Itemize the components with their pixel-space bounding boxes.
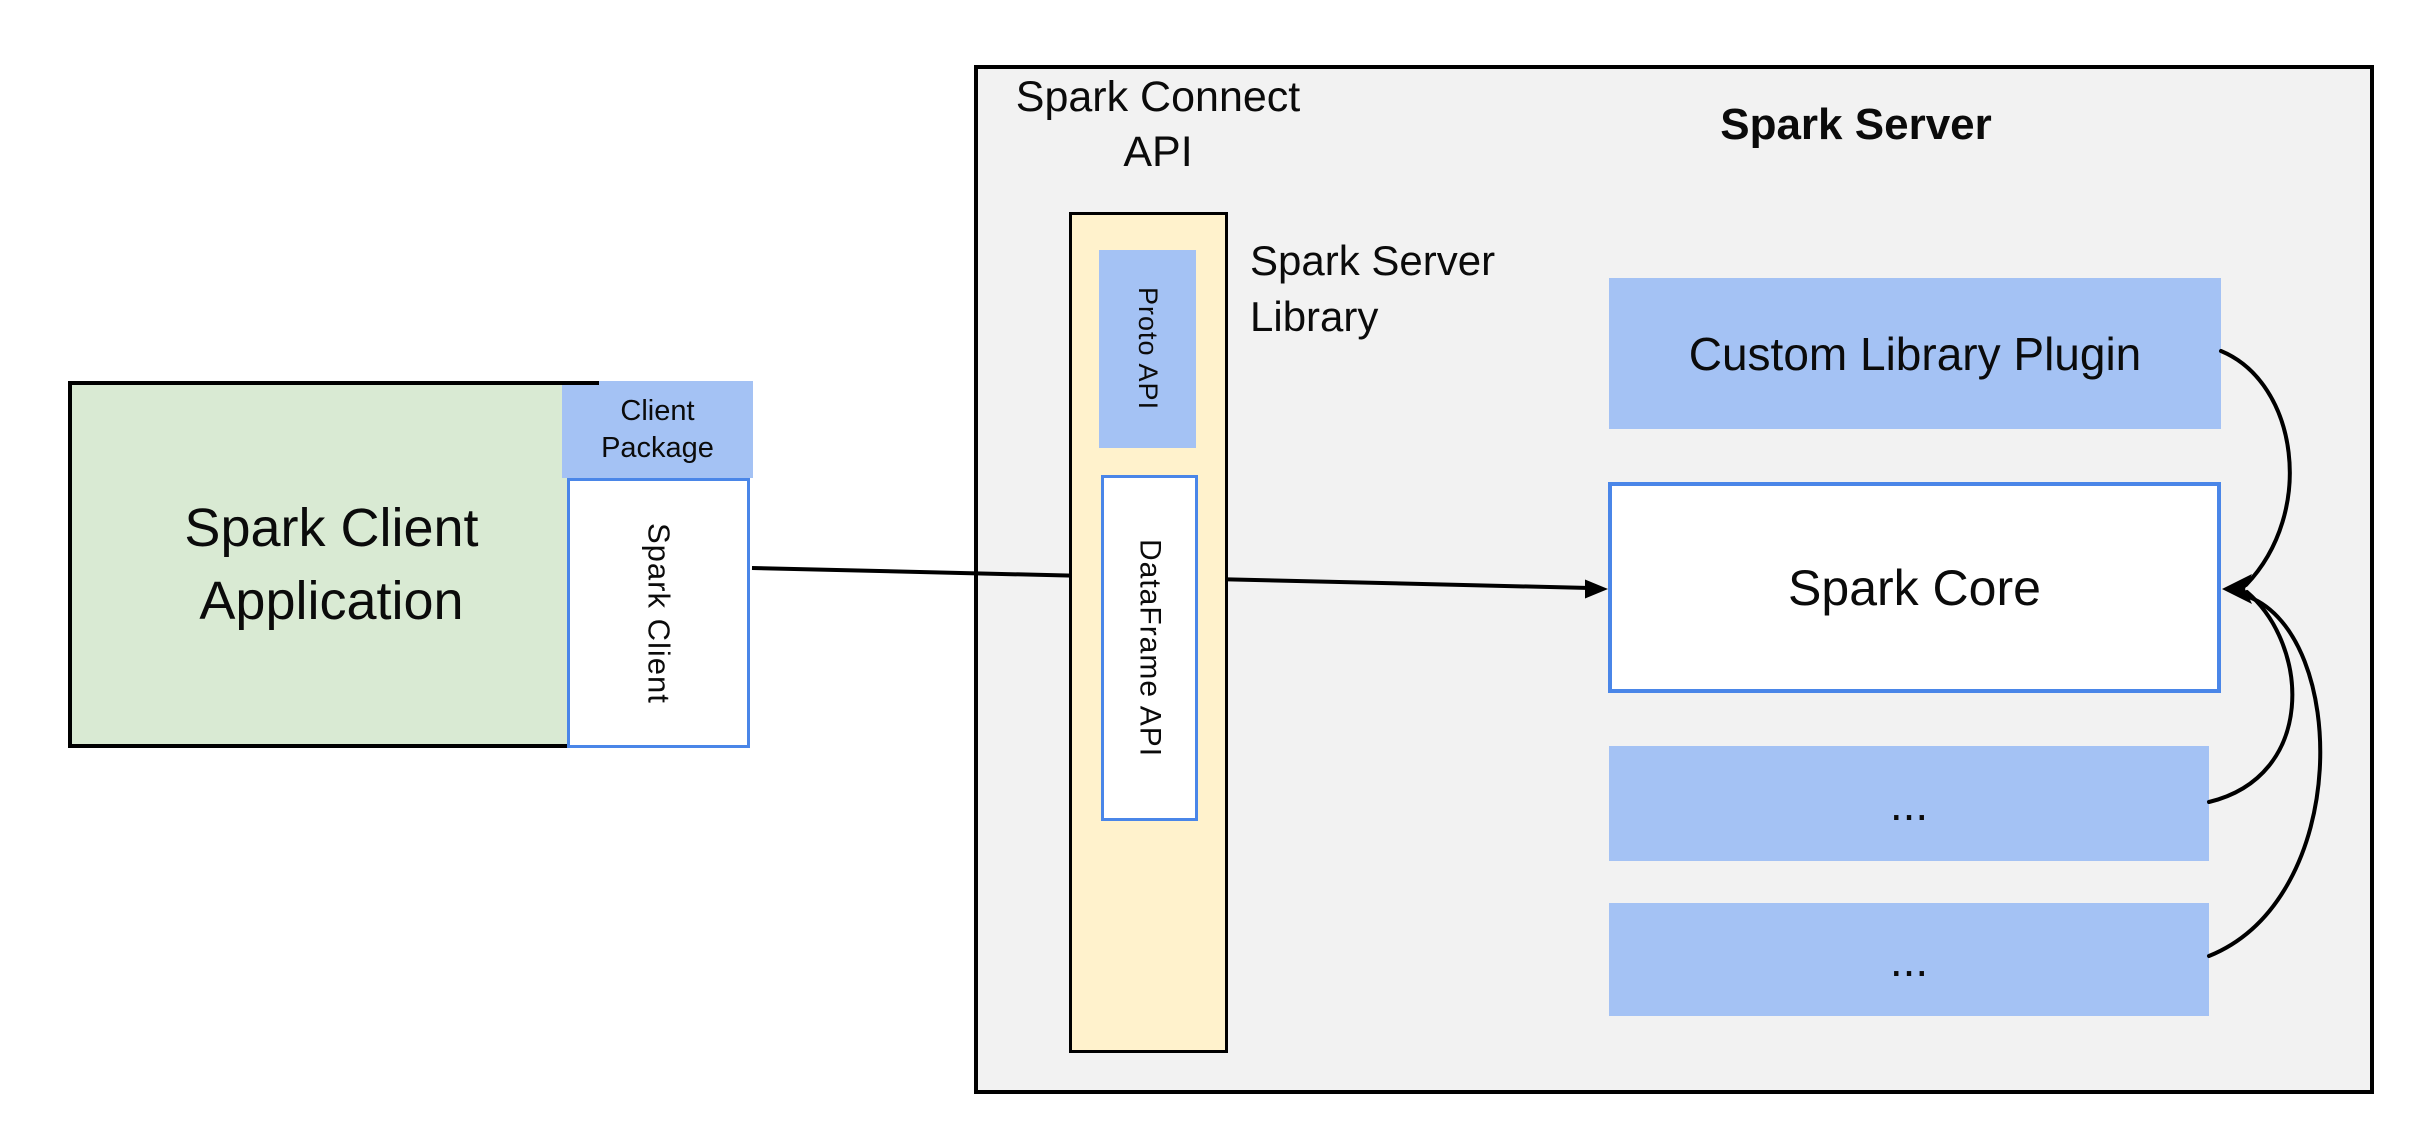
client-package-box: Client Package: [562, 381, 753, 478]
plugin-placeholder-box-2: ...: [1609, 903, 2209, 1016]
proto-api-box: Proto API: [1099, 250, 1196, 448]
spark-connect-api-title: Spark Connect API: [1015, 73, 1301, 176]
spark-server-title: Spark Server: [1720, 100, 1992, 149]
green-box-border-segment: [562, 381, 599, 385]
proto-api-label: Proto API: [1133, 287, 1163, 411]
dataframe-api-box: DataFrame API: [1101, 475, 1198, 821]
spark-client-box: Spark Client: [567, 478, 750, 748]
spark-client-application-box: Spark Client Application: [68, 381, 595, 748]
plugin-placeholder-box-1: ...: [1609, 746, 2209, 861]
spark-core-box: Spark Core: [1608, 482, 2221, 693]
spark-server-library-label: Spark Server Library: [1250, 237, 1496, 340]
spark-client-label: Spark Client: [641, 522, 677, 704]
dataframe-api-label: DataFrame API: [1133, 538, 1167, 758]
custom-library-plugin-box: Custom Library Plugin: [1609, 278, 2221, 429]
